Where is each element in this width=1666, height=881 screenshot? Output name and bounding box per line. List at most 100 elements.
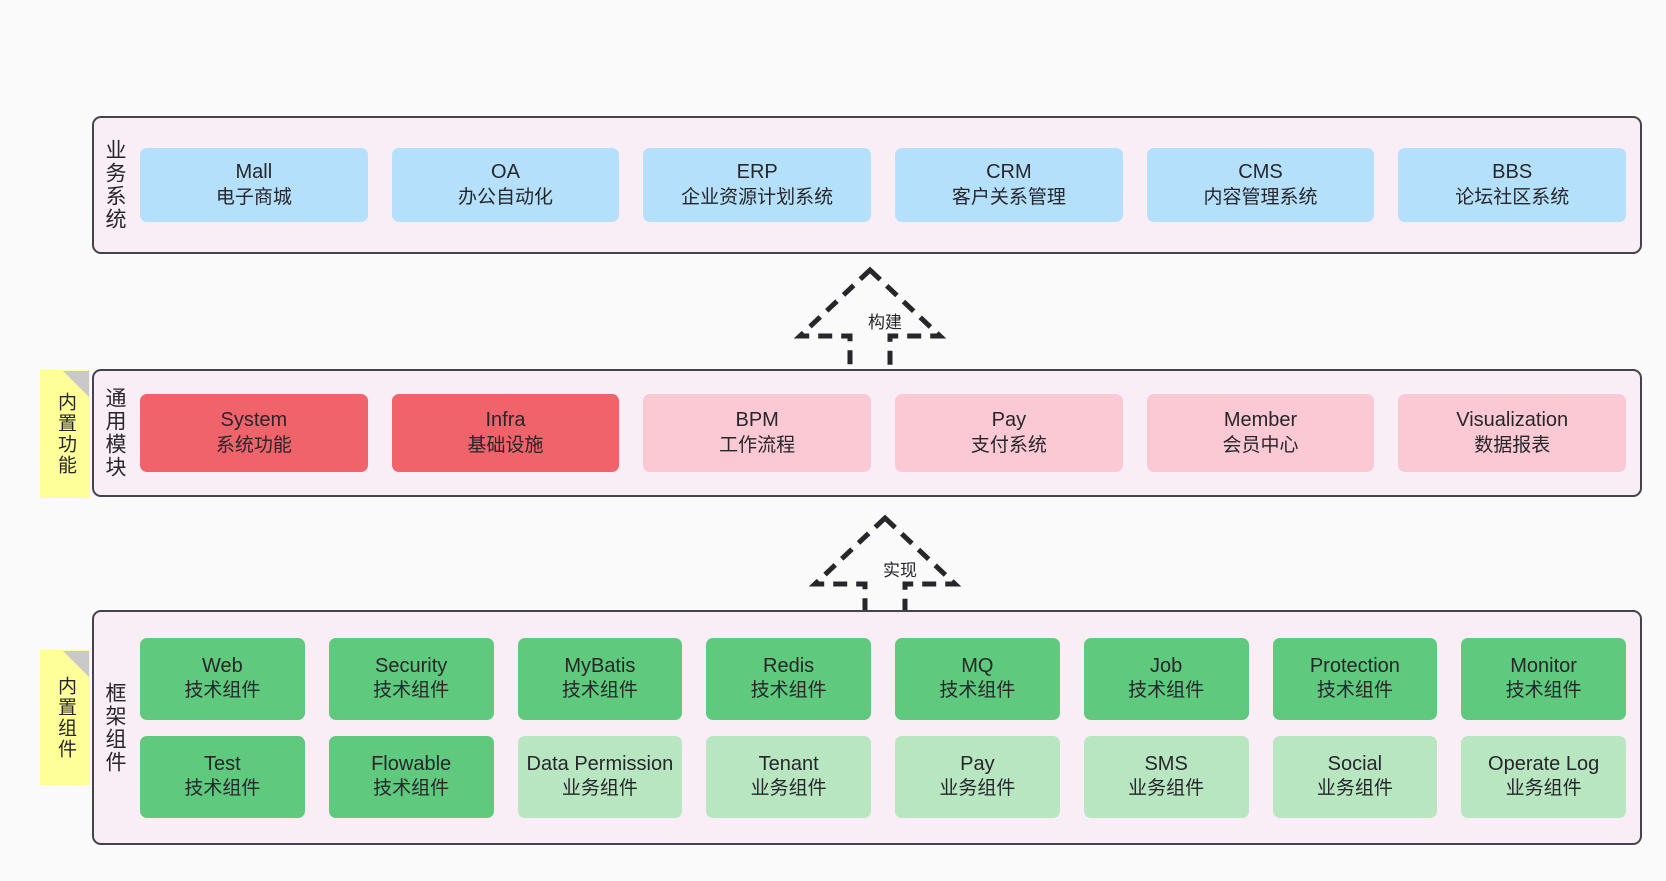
card-en-label: Web bbox=[201, 654, 243, 677]
framework-card-protection[interactable]: Protection 技术组件 bbox=[1272, 637, 1438, 720]
card-en-label: Member bbox=[1223, 409, 1298, 432]
common-layer-body: System 系统功能 Infra 基础设施 BPM 工作流程 Pay 支付系统… bbox=[134, 371, 1640, 495]
card-cn-label: 技术组件 bbox=[373, 680, 450, 702]
card-cn-label: 技术组件 bbox=[561, 680, 638, 702]
framework-component-layer: 框架组件 Web 技术组件 Security 技术组件 MyBatis 技术组件… bbox=[92, 610, 1642, 845]
framework-tech-card-row: Web 技术组件 Security 技术组件 MyBatis 技术组件 Redi… bbox=[140, 637, 1626, 720]
card-cn-label: 支付系统 bbox=[970, 434, 1047, 456]
common-card-infra[interactable]: Infra 基础设施 bbox=[391, 394, 620, 472]
sticky-note-builtin-component: 内置组件 bbox=[40, 650, 90, 785]
card-en-label: Monitor bbox=[1510, 654, 1577, 677]
card-en-label: Test bbox=[204, 752, 241, 775]
card-cn-label: 技术组件 bbox=[373, 778, 450, 800]
business-card-bbs[interactable]: BBS 论坛社区系统 bbox=[1398, 148, 1627, 222]
card-en-label: Protection bbox=[1309, 654, 1400, 677]
common-card-member[interactable]: Member 会员中心 bbox=[1146, 394, 1375, 472]
card-cn-label: 办公自动化 bbox=[458, 186, 554, 208]
card-en-label: MQ bbox=[961, 654, 994, 677]
sticky-note-label: 内置组件 bbox=[54, 675, 76, 760]
card-cn-label: 技术组件 bbox=[1505, 680, 1582, 702]
business-card-oa[interactable]: OA 办公自动化 bbox=[391, 148, 620, 222]
framework-card-monitor[interactable]: Monitor 技术组件 bbox=[1461, 637, 1626, 720]
card-cn-label: 业务组件 bbox=[1505, 778, 1582, 800]
common-card-bpm[interactable]: BPM 工作流程 bbox=[643, 394, 872, 472]
framework-card-mybatis[interactable]: MyBatis 技术组件 bbox=[517, 637, 683, 720]
card-cn-label: 工作流程 bbox=[719, 434, 796, 456]
framework-card-security[interactable]: Security 技术组件 bbox=[328, 637, 494, 720]
card-cn-label: 技术组件 bbox=[184, 680, 261, 702]
business-layer-body: Mall 电子商城 OA 办公自动化 ERP 企业资源计划系统 CRM 客户关系… bbox=[134, 118, 1640, 252]
business-card-erp[interactable]: ERP 企业资源计划系统 bbox=[643, 148, 872, 222]
card-cn-label: 数据报表 bbox=[1474, 434, 1551, 456]
common-card-row: System 系统功能 Infra 基础设施 BPM 工作流程 Pay 支付系统… bbox=[140, 394, 1627, 472]
connector-implement-label: 实现 bbox=[883, 561, 917, 580]
card-cn-label: 企业资源计划系统 bbox=[681, 186, 834, 208]
card-cn-label: 技术组件 bbox=[750, 680, 827, 702]
card-cn-label: 会员中心 bbox=[1222, 434, 1299, 456]
card-cn-label: 业务组件 bbox=[1316, 778, 1393, 800]
card-en-label: Redis bbox=[763, 654, 815, 677]
framework-card-sms[interactable]: SMS 业务组件 bbox=[1083, 735, 1249, 818]
card-cn-label: 技术组件 bbox=[1128, 680, 1205, 702]
business-card-row: Mall 电子商城 OA 办公自动化 ERP 企业资源计划系统 CRM 客户关系… bbox=[140, 148, 1627, 222]
framework-card-test[interactable]: Test 技术组件 bbox=[140, 735, 305, 818]
card-cn-label: 内容管理系统 bbox=[1203, 186, 1318, 208]
framework-card-data-permission[interactable]: Data Permission 业务组件 bbox=[517, 735, 683, 818]
card-cn-label: 技术组件 bbox=[1316, 680, 1393, 702]
card-en-label: Infra bbox=[485, 409, 526, 432]
card-en-label: System bbox=[220, 409, 288, 432]
card-cn-label: 技术组件 bbox=[184, 778, 261, 800]
card-en-label: Pay bbox=[991, 409, 1027, 432]
card-en-label: BPM bbox=[735, 409, 779, 432]
card-en-label: Job bbox=[1150, 654, 1183, 677]
sticky-fold-corner-icon bbox=[63, 651, 89, 677]
card-en-label: OA bbox=[491, 161, 520, 184]
card-en-label: Tenant bbox=[758, 752, 819, 775]
card-cn-label: 论坛社区系统 bbox=[1455, 186, 1570, 208]
card-en-label: Security bbox=[375, 654, 448, 677]
common-module-layer: 通用模块 System 系统功能 Infra 基础设施 BPM 工作流程 Pay… bbox=[92, 369, 1642, 497]
framework-card-social[interactable]: Social 业务组件 bbox=[1272, 735, 1438, 818]
common-layer-title: 通用模块 bbox=[103, 387, 127, 479]
common-card-pay[interactable]: Pay 支付系统 bbox=[895, 394, 1123, 472]
framework-card-pay[interactable]: Pay 业务组件 bbox=[895, 735, 1060, 818]
card-cn-label: 技术组件 bbox=[939, 680, 1016, 702]
card-en-label: Pay bbox=[960, 752, 995, 775]
card-en-label: MyBatis bbox=[564, 654, 636, 677]
card-en-label: SMS bbox=[1144, 752, 1188, 775]
framework-card-tenant[interactable]: Tenant 业务组件 bbox=[706, 735, 871, 818]
framework-card-mq[interactable]: MQ 技术组件 bbox=[895, 637, 1060, 720]
card-en-label: Operate Log bbox=[1488, 752, 1600, 775]
framework-card-web[interactable]: Web 技术组件 bbox=[140, 637, 305, 720]
business-card-cms[interactable]: CMS 内容管理系统 bbox=[1146, 148, 1375, 222]
framework-card-operate-log[interactable]: Operate Log 业务组件 bbox=[1461, 735, 1626, 818]
common-card-visualization[interactable]: Visualization 数据报表 bbox=[1398, 394, 1627, 472]
framework-card-redis[interactable]: Redis 技术组件 bbox=[706, 637, 871, 720]
card-en-label: ERP bbox=[736, 161, 778, 184]
business-system-layer: 业务系统 Mall 电子商城 OA 办公自动化 ERP 企业资源计划系统 CRM… bbox=[92, 116, 1642, 254]
framework-card-flowable[interactable]: Flowable 技术组件 bbox=[328, 735, 494, 818]
business-card-crm[interactable]: CRM 客户关系管理 bbox=[895, 148, 1123, 222]
card-en-label: BBS bbox=[1492, 161, 1533, 184]
common-card-system[interactable]: System 系统功能 bbox=[140, 394, 368, 472]
framework-layer-body: Web 技术组件 Security 技术组件 MyBatis 技术组件 Redi… bbox=[134, 612, 1640, 843]
card-cn-label: 系统功能 bbox=[215, 434, 292, 456]
card-cn-label: 电子商城 bbox=[215, 186, 292, 208]
card-cn-label: 业务组件 bbox=[561, 778, 638, 800]
card-en-label: Data Permission bbox=[526, 752, 674, 775]
framework-card-job[interactable]: Job 技术组件 bbox=[1083, 637, 1249, 720]
card-cn-label: 业务组件 bbox=[750, 778, 827, 800]
framework-mixed-card-row: Test 技术组件 Flowable 技术组件 Data Permission … bbox=[140, 735, 1626, 818]
card-cn-label: 业务组件 bbox=[939, 778, 1016, 800]
card-en-label: Social bbox=[1327, 752, 1383, 775]
sticky-fold-corner-icon bbox=[63, 371, 89, 397]
card-en-label: Flowable bbox=[371, 752, 452, 775]
card-en-label: Mall bbox=[235, 161, 273, 184]
sticky-note-builtin-feature: 内置功能 bbox=[40, 370, 90, 498]
business-card-mall[interactable]: Mall 电子商城 bbox=[140, 148, 368, 222]
card-cn-label: 业务组件 bbox=[1128, 778, 1205, 800]
connector-build-label: 构建 bbox=[868, 313, 902, 332]
card-cn-label: 客户关系管理 bbox=[951, 186, 1066, 208]
card-cn-label: 基础设施 bbox=[467, 434, 544, 456]
